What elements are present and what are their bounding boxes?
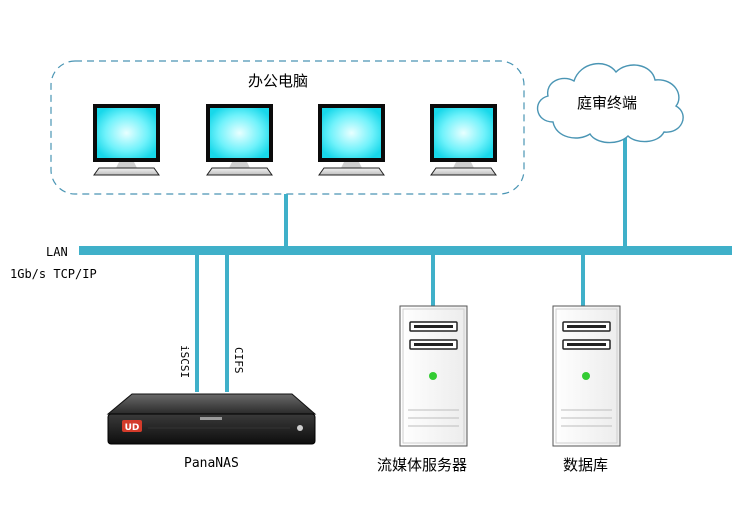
monitor [318,104,385,176]
cloud-shape [537,62,684,144]
network-links [195,136,627,392]
database-server [552,305,621,447]
nas-label: PanaNAS [184,456,239,471]
lan-speed-label: 1Gb/s TCP/IP [10,267,97,281]
database-label: 数据库 [563,456,609,474]
monitor [93,104,160,176]
streaming-server-label: 流媒体服务器 [377,456,468,474]
nas-badge: UD [125,423,140,433]
streaming-server [399,305,468,447]
power-led [429,372,437,380]
cifs-label: CIFS [232,347,245,374]
monitor [430,104,497,176]
nas-device: UD [106,393,317,445]
lan-backbone [79,246,732,255]
lan-label: LAN [46,245,68,259]
power-led [582,372,590,380]
monitor [206,104,273,176]
iscsi-label: iSCSI [178,345,191,379]
office-group-label: 办公电脑 [248,72,309,90]
cloud-label: 庭审终端 [577,94,638,112]
